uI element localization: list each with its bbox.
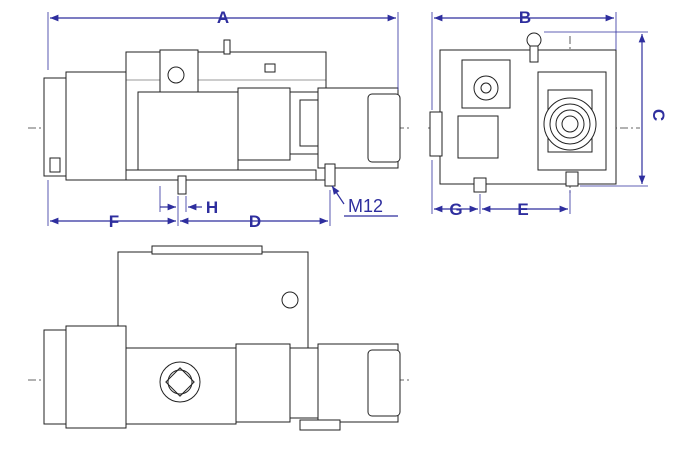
dimensions-f-h-d: F H D xyxy=(47,180,331,231)
dim-label-g: G xyxy=(449,200,462,219)
dim-label-e: E xyxy=(517,200,528,219)
thread-callout: M12 xyxy=(331,185,398,217)
end-view xyxy=(428,32,640,196)
dim-label-d: D xyxy=(249,212,261,231)
dimension-a: A xyxy=(47,8,399,90)
dim-label-h: H xyxy=(206,198,218,217)
dim-label-f: F xyxy=(109,212,119,231)
dim-label-b: B xyxy=(519,8,531,27)
thread-label: M12 xyxy=(348,196,383,216)
dimension-c: C xyxy=(544,31,668,187)
dimension-b: B xyxy=(431,8,617,110)
dimensions-g-e: G E xyxy=(431,160,571,219)
top-view xyxy=(28,245,412,431)
side-view xyxy=(28,39,412,195)
dim-label-a: A xyxy=(217,8,229,27)
dim-label-c: C xyxy=(649,109,668,121)
